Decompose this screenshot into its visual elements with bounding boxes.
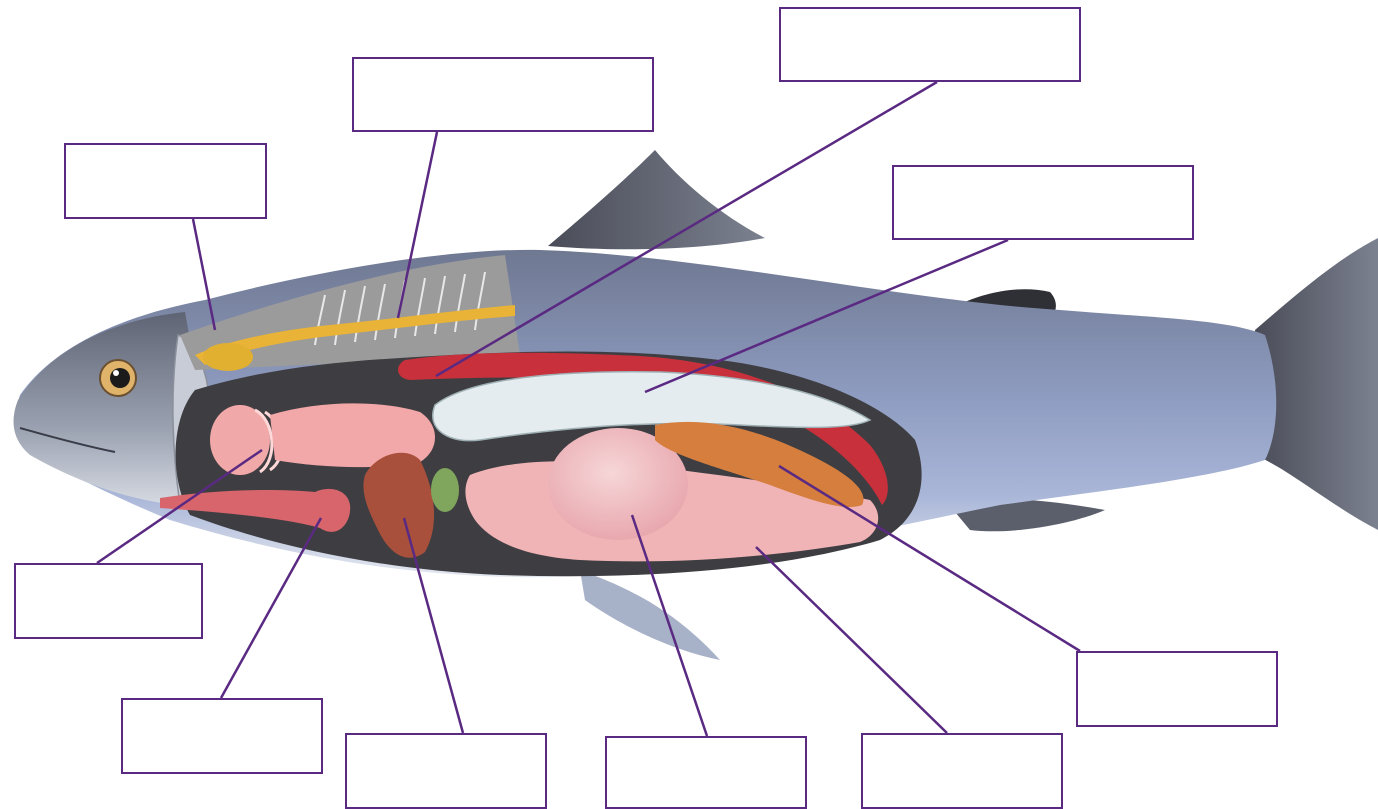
label-box-vertebrae[interactable]: [352, 57, 654, 132]
label-box-heart[interactable]: [121, 698, 323, 774]
label-box-liver[interactable]: [345, 733, 547, 809]
label-box-intestine[interactable]: [861, 733, 1063, 809]
label-box-swim-bladder[interactable]: [892, 165, 1194, 240]
label-box-gonad[interactable]: [1076, 651, 1278, 727]
pelvic-fin: [580, 570, 720, 660]
dorsal-fin: [548, 150, 765, 249]
gall-bladder-shape: [431, 468, 459, 512]
label-box-stomach[interactable]: [605, 736, 807, 809]
label-box-gills[interactable]: [14, 563, 203, 639]
leader-intestine: [756, 547, 947, 733]
label-box-kidney[interactable]: [779, 7, 1081, 82]
brain-shape: [203, 343, 253, 371]
label-box-spinal-cord[interactable]: [64, 143, 267, 219]
